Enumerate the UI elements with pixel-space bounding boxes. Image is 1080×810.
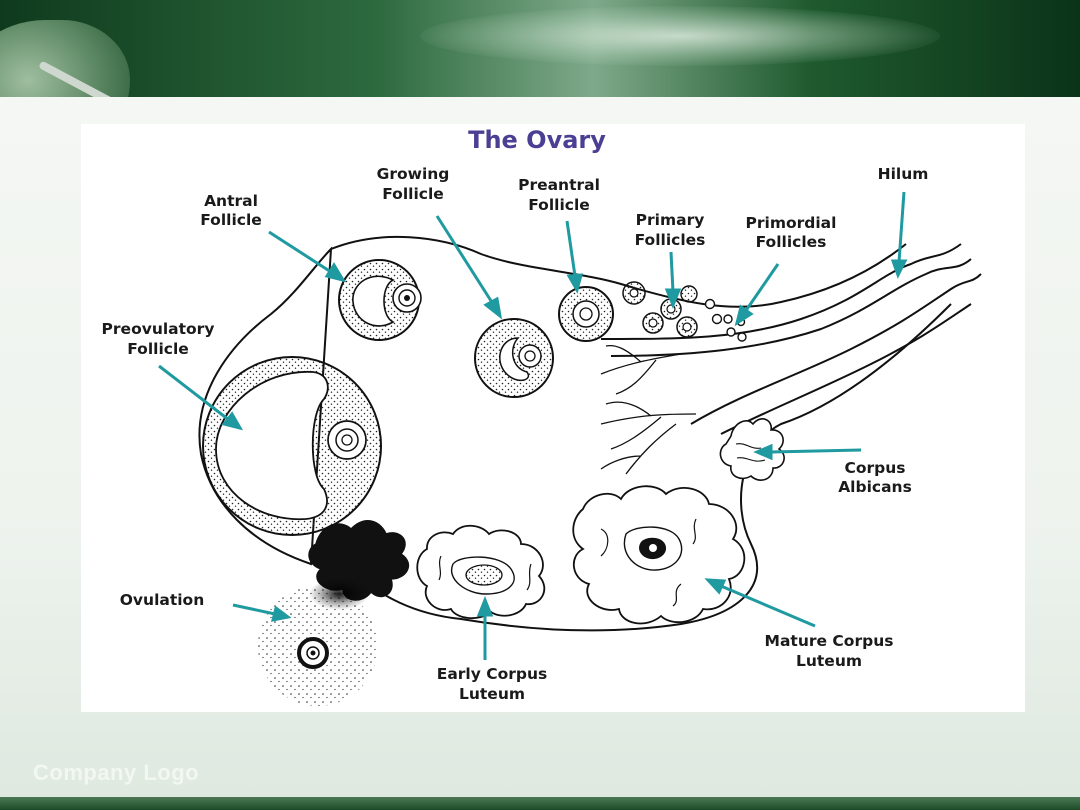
label-line: Luteum (796, 652, 862, 670)
label-line: Follicles (756, 233, 827, 251)
label-corpus-albicans: Corpus Albicans (838, 459, 912, 496)
blood-vessels (600, 344, 697, 475)
hilum-vessel (720, 303, 972, 435)
label-line: Hilum (878, 165, 929, 183)
diagram-panel: The Ovary (81, 124, 1025, 712)
company-logo-text: Company Logo (33, 760, 200, 785)
label-line: Follicle (528, 196, 590, 214)
arrow-hilum (890, 191, 908, 279)
label-hilum: Hilum (878, 165, 929, 183)
label-ovulation: Ovulation (120, 591, 205, 609)
antral-follicle (338, 259, 422, 341)
banner-highlight (420, 6, 940, 66)
label-line: Primary (636, 211, 705, 229)
ovary-outline (198, 235, 952, 632)
arrow-preovulatory (158, 364, 244, 431)
arrow-antral (268, 230, 347, 283)
growing-follicle (474, 318, 554, 398)
label-line: Luteum (459, 685, 525, 703)
label-line: Antral (204, 192, 258, 210)
arrow-growing (435, 215, 503, 320)
label-line: Growing (377, 165, 450, 183)
arrow-corpus-albicans (753, 443, 862, 461)
label-line: Preantral (518, 176, 600, 194)
label-line: Preovulatory (102, 320, 215, 338)
arrow-early-corpus-luteum (476, 595, 494, 660)
label-primordial-follicles: Primordial Follicles (746, 214, 837, 251)
corpus-albicans (719, 418, 785, 481)
label-line: Corpus (844, 459, 905, 477)
primary-follicles (622, 281, 698, 338)
hilum-vessel (690, 273, 982, 425)
label-growing-follicle: Growing Follicle (377, 165, 450, 203)
arrow-primordial (734, 263, 780, 327)
label-line: Early Corpus (437, 665, 548, 683)
hilum-vessel (600, 243, 962, 340)
label-early-corpus-luteum: Early Corpus Luteum (437, 665, 548, 703)
label-line: Mature Corpus (765, 632, 894, 650)
arrow-ovulation (232, 603, 292, 622)
bottom-bar (0, 797, 1080, 810)
mature-corpus-luteum (572, 485, 746, 625)
diagram-title: The Ovary (468, 126, 606, 154)
early-corpus-luteum (416, 524, 546, 619)
label-line: Follicles (635, 231, 706, 249)
preantral-follicle (558, 286, 614, 342)
label-line: Primordial (746, 214, 837, 232)
label-line: Follicle (382, 185, 444, 203)
label-primary-follicles: Primary Follicles (635, 211, 706, 249)
arrow-preantral (565, 220, 583, 294)
label-line: Albicans (838, 478, 912, 496)
label-line: Follicle (200, 211, 262, 229)
preovulatory-follicle (202, 356, 382, 536)
label-line: Follicle (127, 340, 189, 358)
arrow-mature-corpus-luteum (704, 578, 816, 628)
label-mature-corpus-luteum: Mature Corpus Luteum (765, 632, 894, 670)
ovary-diagram: The Ovary (102, 126, 982, 706)
pointer-arrows (158, 191, 908, 660)
label-preovulatory-follicle: Preovulatory Follicle (102, 320, 215, 358)
hilum-vessel (610, 258, 972, 357)
label-preantral-follicle: Preantral Follicle (518, 176, 600, 214)
arrow-primary (664, 251, 682, 310)
label-antral-follicle: Antral Follicle (200, 192, 262, 229)
label-line: Ovulation (120, 591, 205, 609)
